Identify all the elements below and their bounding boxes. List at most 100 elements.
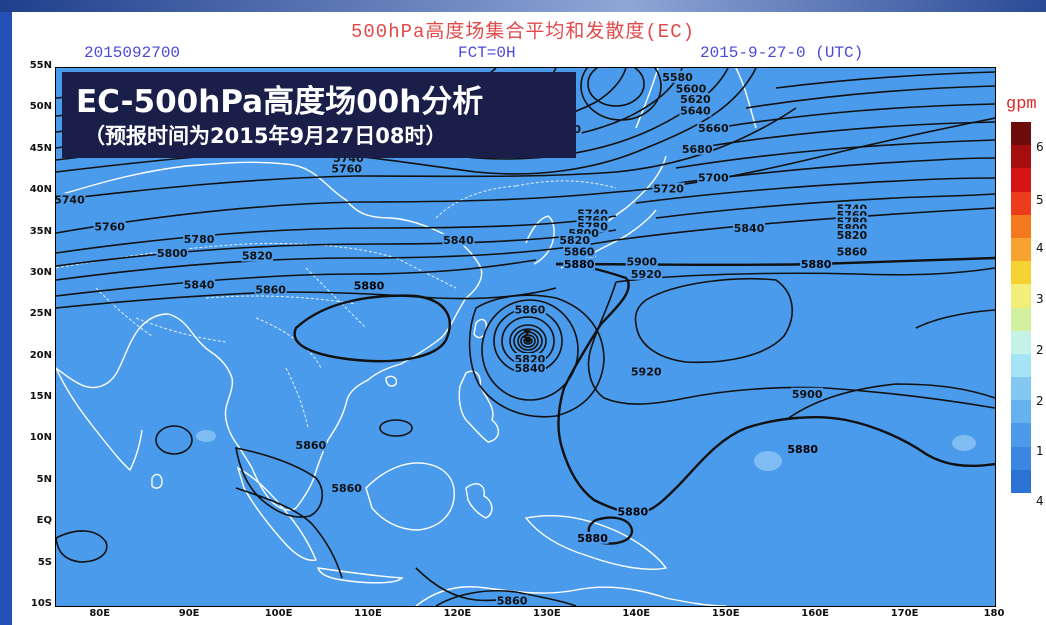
contour-east-5 bbox=[695, 121, 995, 149]
contour-label-bg bbox=[496, 594, 529, 606]
longitude-label: 110E bbox=[354, 608, 382, 619]
latitude-label: 10N bbox=[29, 432, 52, 444]
latitude-label: 40N bbox=[29, 184, 52, 196]
latitude-label: 30N bbox=[29, 266, 52, 278]
legend-swatch bbox=[1011, 330, 1031, 354]
contour-label: 5700 bbox=[698, 172, 729, 185]
contour-label: 5860 bbox=[497, 595, 528, 606]
longitude-label: 120E bbox=[443, 608, 472, 619]
contour-label: 5780 bbox=[184, 233, 215, 246]
contour-label: 5860 bbox=[255, 283, 286, 296]
contour-label: 5880 bbox=[618, 505, 649, 518]
land-patches bbox=[196, 430, 976, 471]
contour-label: 5580 bbox=[662, 71, 693, 84]
contour-label: 5720 bbox=[653, 182, 684, 195]
asia-coastline bbox=[56, 161, 483, 511]
contour-label-bg bbox=[183, 278, 216, 291]
contour-label-bg bbox=[513, 353, 546, 366]
contour-5760-west bbox=[56, 117, 995, 234]
longitude-label: 160E bbox=[801, 608, 829, 619]
contour-south-b bbox=[435, 589, 577, 606]
overlay-title-box: EC-500hPa高度场00h分析 （预报时间为2015年9月27日08时） bbox=[62, 72, 576, 158]
contour-east-tail-2 bbox=[915, 309, 995, 329]
contour-label-bg bbox=[697, 171, 730, 184]
legend-swatch bbox=[1011, 469, 1031, 493]
contour-label: 5860 bbox=[515, 303, 546, 316]
latitude-label: 5N bbox=[36, 473, 52, 485]
contour-label-bg bbox=[835, 228, 868, 241]
contour-label-bg bbox=[661, 70, 694, 83]
legend-tick: 5 bbox=[1036, 193, 1044, 207]
longitude-label: 80E bbox=[89, 608, 111, 619]
latitude-label: 20N bbox=[29, 349, 52, 361]
borneo-coastline bbox=[365, 462, 455, 531]
typhoon-center: Z bbox=[523, 328, 531, 343]
contour-label: 5920 bbox=[631, 365, 662, 378]
contour-5880-ng bbox=[587, 516, 634, 545]
contour-label-bg bbox=[616, 505, 649, 518]
legend-swatch bbox=[1011, 191, 1031, 215]
contour-label-bg bbox=[93, 220, 126, 233]
philippines-coastline bbox=[458, 370, 499, 443]
contour-label-bg bbox=[183, 232, 216, 245]
latitude-label: 25N bbox=[29, 308, 52, 320]
contour-label-bg bbox=[630, 365, 663, 378]
contour-label: 5680 bbox=[682, 143, 713, 156]
legend-swatch bbox=[1011, 423, 1031, 447]
contour-label-bg bbox=[733, 222, 766, 235]
legend-swatch bbox=[1011, 446, 1031, 470]
longitude-label: 90E bbox=[178, 608, 200, 619]
legend-swatch bbox=[1011, 377, 1031, 401]
legend-tick: 1 bbox=[1036, 444, 1044, 458]
overlay-title: EC-500hPa高度场00h分析 bbox=[76, 84, 484, 120]
legend-swatch bbox=[1011, 214, 1031, 238]
longitude-label: 170E bbox=[890, 608, 919, 619]
contour-label: 5840 bbox=[734, 222, 765, 235]
legend-swatch bbox=[1011, 353, 1031, 378]
contour-label: 5900 bbox=[792, 388, 823, 401]
contour-label: 5640 bbox=[680, 105, 711, 118]
contour-label: 5860 bbox=[331, 482, 362, 495]
contour-east-tail bbox=[785, 383, 995, 421]
contour-east-2 bbox=[635, 177, 995, 204]
contour-label-bg bbox=[241, 249, 274, 262]
contour-label-bg bbox=[294, 439, 327, 452]
latitude-label: EQ bbox=[36, 515, 52, 527]
contour-label-bg bbox=[681, 142, 714, 155]
valid-time: 2015-9-27-0 (UTC) bbox=[700, 44, 864, 62]
longitude-label: 150E bbox=[711, 608, 740, 619]
contour-label-bg bbox=[652, 182, 685, 195]
contour-5860-sea bbox=[235, 446, 323, 518]
sumatra-coastline bbox=[236, 466, 317, 561]
contour-5740-west bbox=[56, 107, 797, 201]
svg-text:Z: Z bbox=[523, 328, 531, 341]
latitude-label: 35N bbox=[29, 225, 52, 237]
legend-unit: gpm bbox=[1006, 95, 1037, 114]
contour-label: 5760 bbox=[331, 163, 362, 176]
contour-label: 5840 bbox=[184, 279, 215, 292]
latitude-label: 15N bbox=[29, 391, 52, 403]
java-coastline bbox=[316, 567, 404, 584]
contour-label: 5740 bbox=[56, 193, 85, 206]
header-bar bbox=[0, 0, 1046, 12]
longitude-label: 130E bbox=[532, 608, 561, 619]
contour-label-bg bbox=[513, 362, 546, 375]
color-legend bbox=[1011, 122, 1031, 493]
contour-label: 5880 bbox=[801, 258, 832, 271]
contour-5880-china bbox=[293, 294, 451, 363]
legend-swatch bbox=[1011, 122, 1031, 146]
political-borders bbox=[56, 180, 617, 429]
contour-label-bg bbox=[679, 93, 712, 106]
latitude-label: 50N bbox=[29, 101, 52, 113]
contour-label-bg bbox=[674, 82, 707, 95]
legend-swatch bbox=[1011, 284, 1031, 308]
chart-title: 500hPa高度场集合平均和发散度(EC) bbox=[350, 21, 696, 43]
latitude-label: 45N bbox=[29, 142, 52, 154]
contour-5780 bbox=[56, 215, 617, 254]
contour-label: 5880 bbox=[787, 443, 818, 456]
latitude-label: 10S bbox=[30, 598, 52, 609]
contour-label-bg bbox=[697, 122, 730, 135]
contour-5860 bbox=[56, 287, 557, 309]
contour-sw bbox=[56, 530, 108, 563]
contour-label-bg bbox=[330, 482, 363, 495]
